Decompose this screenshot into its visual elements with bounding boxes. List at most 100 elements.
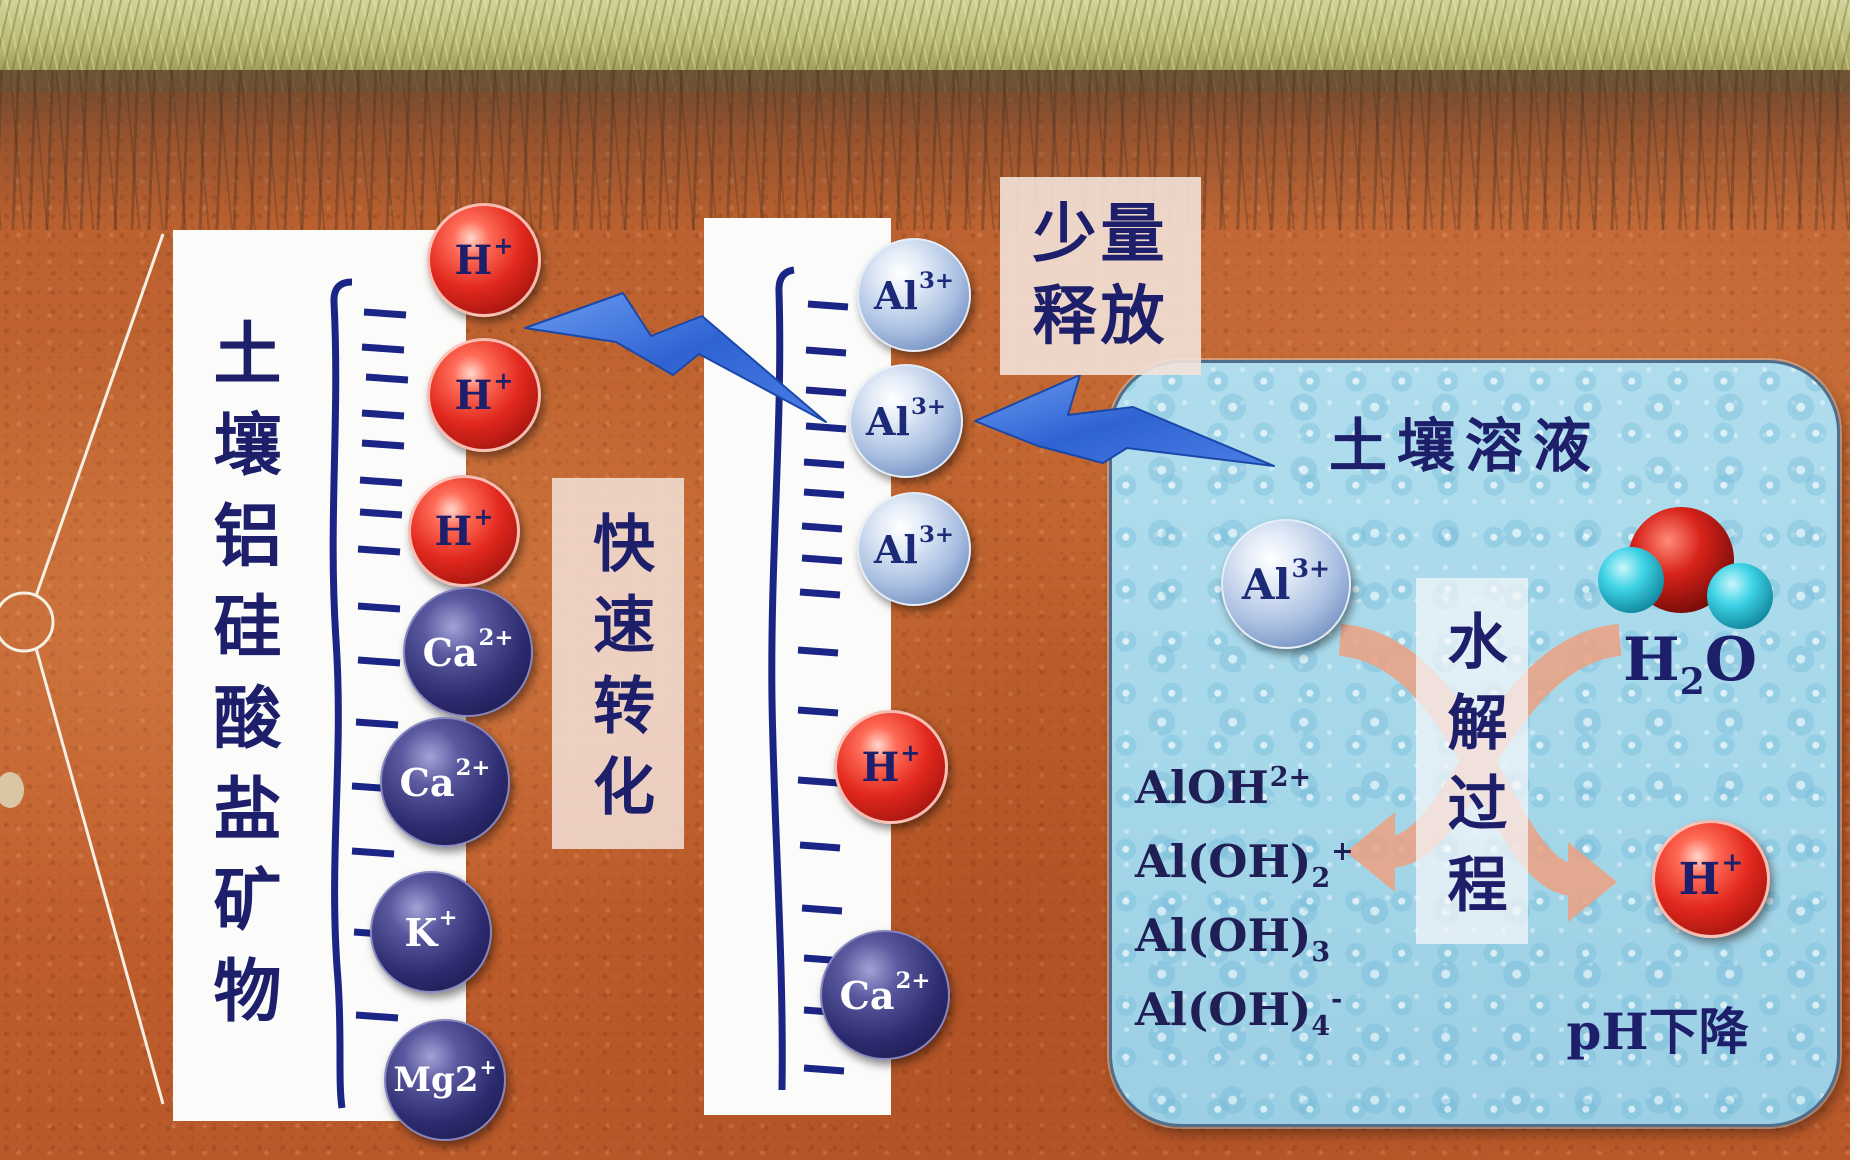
surface-charge-dash [355,718,399,729]
small-release-line: 释放 [1032,279,1169,354]
root-zone [0,70,1850,230]
formula-part: Al(OH) [1135,835,1312,888]
pebble [0,772,24,808]
surface-charge-dash [801,904,843,915]
ion-charge: 3+ [1291,553,1331,584]
mineral-title: 土壤铝硅酸盐矿物 [201,318,281,1046]
hydrogen-ion: H+ [1652,820,1770,938]
surface-charge-dash [361,343,405,354]
surface-charge-dash [359,508,403,519]
ion-symbol: Al [874,526,918,572]
mineral-surface-line [329,278,353,1109]
ion-symbol: H [454,236,493,284]
ion-charge: + [473,501,494,531]
ion-symbol: Mg2 [393,1060,479,1100]
formula-charge: 2+ [1269,762,1312,794]
surface-charge-dash [799,841,841,852]
surface-charge-dash [803,1064,845,1075]
ion-charge: + [900,737,921,767]
ion-symbol: Ca [399,759,455,805]
surface-charge-dash [361,439,405,450]
surface-charge-dash [805,346,847,357]
surface-charge-dash [801,522,843,533]
surface-charge-dash [357,602,401,613]
formula-subscript: 2 [1679,660,1705,703]
surface-charge-dash [799,588,841,599]
lightning-arrow-release [974,374,1275,467]
fast-conversion-label: 快速转化 [582,511,655,835]
surface-charge-dash [361,409,405,420]
surface-charge-dash [805,386,847,397]
zoom-bracket [0,233,165,1105]
product-formula: Al(OH)3 [1135,902,1395,976]
surface-charge-dash [807,300,849,311]
surface-charge-dash [805,422,847,433]
surface-charge-dash [359,476,403,487]
surface-charge-dash [351,847,395,858]
hydrogen-ion: H+ [427,338,541,452]
surface-charge-dash [797,776,839,787]
zoom-circle [0,591,55,653]
ion-charge: + [493,365,514,395]
zoom-line-bottom [34,647,165,1105]
formula-subscript: 3 [1311,937,1331,969]
exchange-surface [768,266,849,1091]
ion-symbol: Al [874,272,918,318]
ion-symbol: H [454,371,493,419]
surface-charge-dash [365,373,409,384]
hydrolysis-label: 水解过程 [1437,609,1507,934]
mineral-surface [329,278,409,1109]
ion-charge: 3+ [910,393,946,420]
hydrogen-ion: H+ [427,203,541,317]
hydrolysis-box: 水解过程 [1416,578,1528,944]
ion-charge: + [493,230,514,260]
ion-symbol: Al [866,398,910,444]
ion-charge: 2+ [455,754,491,781]
ion-charge: 3+ [918,521,954,548]
surface-charge-dash [357,545,401,556]
fast-conversion-box: 快速转化 [552,478,684,849]
surface-charge-dash [363,308,407,319]
ion-charge: + [479,1055,497,1080]
potassium-ion: K+ [370,871,492,993]
surface-charges [797,300,849,1075]
surface-charge-dash [355,1011,399,1022]
ion-symbol: H [1678,853,1721,905]
hydrogen-atom [1707,563,1773,629]
magnesium-ion: Mg2+ [384,1019,506,1141]
formula-part: AlOH [1135,761,1269,814]
surface-charge-dash [797,646,839,657]
ion-symbol: Al [1241,559,1291,609]
formula-subscript: 2 [1311,863,1331,895]
arrowhead-left [1346,812,1395,892]
surface-charge-dash [803,488,845,499]
hydrogen-ion: H+ [408,475,520,587]
ion-charge: 2+ [478,624,514,651]
water-formula: H2O [1610,624,1770,703]
soil-solution-title: 土壤溶液 [1328,412,1601,480]
product-formula: AlOH2+ [1135,754,1395,828]
ph-decrease-label: pH下降 [1566,1002,1749,1061]
ion-charge: 3+ [918,267,954,294]
ion-symbol: Ca [839,972,895,1018]
ion-symbol: Ca [422,629,478,675]
hydrogen-ion: H+ [834,710,948,824]
surface-charge-dash [797,706,839,717]
ion-symbol: H [434,507,473,555]
surface-charge-dash [803,458,845,469]
formula-part: Al(OH) [1135,983,1312,1036]
ion-symbol: K [404,909,438,955]
zoom-line-top [34,233,165,597]
arrowhead-right [1568,842,1617,922]
ion-charge: + [1721,847,1744,879]
product-formula: Al(OH)2+ [1135,828,1395,902]
surface-charge-dash [357,656,401,667]
